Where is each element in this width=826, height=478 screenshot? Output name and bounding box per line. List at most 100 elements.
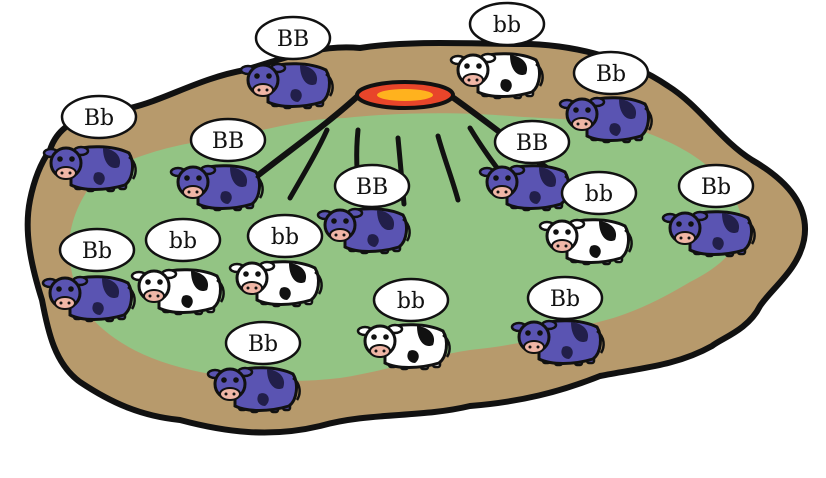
cow-eye bbox=[371, 334, 377, 340]
cow-nostril bbox=[68, 171, 72, 175]
genotype-label: Bb bbox=[596, 62, 626, 87]
bubble-shape bbox=[246, 213, 324, 259]
cow-eye bbox=[184, 175, 190, 181]
cow-nostril bbox=[224, 392, 228, 396]
cow-eye bbox=[243, 271, 249, 277]
bubble-shape bbox=[144, 217, 222, 263]
bubble-shape bbox=[60, 94, 138, 140]
bubble-shape bbox=[560, 170, 638, 216]
cow-spot bbox=[619, 99, 637, 120]
cow-nostril bbox=[156, 294, 160, 298]
cow-muzzle bbox=[143, 289, 165, 303]
cow-15: Bb bbox=[206, 320, 302, 414]
cow-tail bbox=[325, 73, 334, 97]
cow-muzzle bbox=[491, 185, 513, 199]
cow-spot bbox=[230, 167, 248, 188]
cow-eye bbox=[57, 156, 63, 162]
cow-nostril bbox=[59, 301, 63, 305]
cow-spot bbox=[279, 287, 291, 300]
cow-tail bbox=[644, 107, 653, 131]
cow-spot bbox=[257, 393, 269, 406]
bubble-shape bbox=[333, 163, 411, 209]
cow-nostril bbox=[187, 190, 191, 194]
cow-muzzle bbox=[54, 296, 76, 310]
cow-spot bbox=[102, 278, 120, 299]
cow-spot bbox=[367, 234, 379, 247]
cow-nostril bbox=[475, 78, 479, 82]
cow-12: bb bbox=[228, 213, 324, 308]
cow-nostril bbox=[584, 122, 588, 126]
cow-muzzle bbox=[252, 83, 274, 97]
cow-nostril bbox=[246, 286, 250, 290]
volcano-ridge bbox=[435, 133, 461, 203]
genotype-bubble: BB bbox=[333, 163, 411, 209]
cow-10: Bb bbox=[41, 227, 136, 323]
cow-nostril bbox=[576, 122, 580, 126]
cow-nostril bbox=[556, 244, 560, 248]
cow-spot bbox=[529, 191, 541, 204]
cow-eye bbox=[69, 156, 75, 162]
cow-nostril bbox=[467, 78, 471, 82]
cow-nostril bbox=[60, 171, 64, 175]
cow-eye bbox=[68, 286, 74, 292]
genotype-bubble: bb bbox=[246, 213, 324, 259]
cow-eye bbox=[331, 218, 337, 224]
cow-spot bbox=[103, 148, 121, 169]
genotype-label: bb bbox=[271, 225, 299, 250]
cow-tail bbox=[442, 334, 451, 358]
genotype-bubble: BB bbox=[493, 119, 571, 165]
cow-nostril bbox=[67, 301, 71, 305]
cow-tail bbox=[255, 175, 264, 199]
cow-spot bbox=[407, 350, 419, 363]
cow-eye bbox=[537, 330, 543, 336]
bubble-shape bbox=[372, 277, 450, 323]
cow-eye bbox=[255, 271, 261, 277]
cow-tail bbox=[127, 286, 136, 310]
cow-spot bbox=[561, 346, 573, 359]
cow-muzzle bbox=[55, 166, 77, 180]
genotype-label: Bb bbox=[550, 287, 580, 312]
cow-spot bbox=[181, 295, 193, 308]
cow-nostril bbox=[342, 233, 346, 237]
bubble-shape bbox=[677, 163, 755, 209]
cow-nostril bbox=[265, 88, 269, 92]
cow-eye bbox=[383, 334, 389, 340]
cow-eye bbox=[573, 107, 579, 113]
cow-nostril bbox=[528, 345, 532, 349]
genotype-bubble: Bb bbox=[572, 50, 650, 96]
cow-14: Bb bbox=[510, 275, 605, 367]
cow-nostril bbox=[232, 392, 236, 396]
genotype-bubble: Bb bbox=[58, 227, 136, 273]
cow-eye bbox=[266, 73, 272, 79]
cow-eye bbox=[493, 175, 499, 181]
cow-muzzle bbox=[329, 228, 351, 242]
cow-9: Bb bbox=[661, 163, 756, 258]
cow-2: bb bbox=[449, 1, 546, 100]
cow-tail bbox=[314, 271, 323, 295]
cow-spot bbox=[92, 302, 104, 315]
genotype-label: BB bbox=[516, 131, 548, 156]
cow-eye bbox=[585, 107, 591, 113]
cow-spot bbox=[589, 245, 601, 258]
cow-eye bbox=[505, 175, 511, 181]
cow-eye bbox=[254, 73, 260, 79]
cow-eye bbox=[688, 221, 694, 227]
cow-spot bbox=[609, 123, 621, 136]
bubble-shape bbox=[224, 320, 302, 366]
genotype-label: bb bbox=[169, 229, 197, 254]
cow-tail bbox=[624, 229, 633, 253]
cow-13: bb bbox=[356, 277, 451, 371]
cow-muzzle bbox=[674, 231, 696, 245]
cow-nostril bbox=[536, 345, 540, 349]
genotype-label: bb bbox=[493, 13, 521, 38]
cow-muzzle bbox=[551, 239, 573, 253]
cow-spot bbox=[377, 210, 395, 231]
cow-eye bbox=[676, 221, 682, 227]
cow-nostril bbox=[257, 88, 261, 92]
cow-eye bbox=[233, 377, 239, 383]
genotype-bubble: Bb bbox=[677, 163, 755, 209]
cow-muzzle bbox=[523, 340, 545, 354]
cow-nostril bbox=[382, 349, 386, 353]
cow-4: Bb bbox=[558, 50, 653, 144]
cow-nostril bbox=[334, 233, 338, 237]
